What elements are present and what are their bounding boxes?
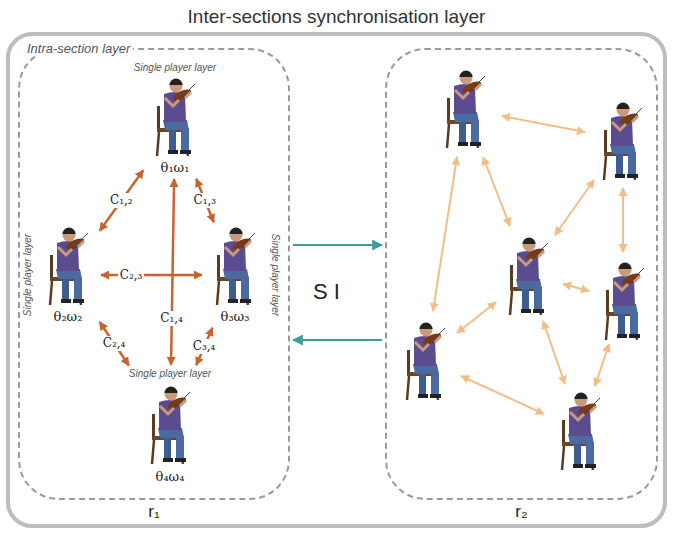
coupling-connector [293,244,382,246]
coupling-connector [101,274,202,277]
player-node: Single player layerθ₃ω₃ [205,225,265,325]
player-layer-label: Single player layer [269,234,281,316]
phase-label: θ₃ω₃ [221,309,250,325]
section-region: r₂ [385,48,658,500]
player-node: Single player layer θ₄ω₄ [115,368,225,485]
violinist-figure [157,79,195,157]
player-layer-label: Single player layer [134,62,216,74]
violinist-figure [447,71,485,149]
coupling-label: C₁,₃ [192,193,219,208]
player-layer-label: Single player layer [22,234,34,316]
violinist-figure [510,238,548,316]
coupling-connector [100,322,129,365]
player-node: Single player layerθ₂ω₂ [38,225,98,325]
coupling-label: C₂,₃ [118,268,145,283]
coupling-label: C₂,₄ [101,336,128,351]
violinist-figure [152,387,190,465]
phase-label: θ₁ω₁ [161,160,190,176]
interaction-label: S I [313,279,340,305]
section-region: Intra-section layerr₁Single player layer… [18,48,290,500]
layer-title: Inter-sections synchronisation layer [188,6,486,28]
phase-label: θ₂ω₂ [54,309,83,325]
violinist-figure [217,228,255,306]
coupling-label: C₃,₄ [191,339,218,354]
violinist-figure [606,263,644,341]
violinist-figure [50,228,88,306]
coupling-arrows [433,116,623,414]
phase-label: θ₄ω₄ [156,469,185,485]
coupling-connector [100,170,144,231]
violinist-figure [604,103,642,181]
section-label: r₂ [515,502,527,522]
layer-label: Intra-section layer [24,41,133,56]
violinist-figure [407,323,445,401]
coupling-label: C₁,₄ [158,311,185,326]
section-label: r₁ [148,502,159,522]
coupling-label: C₁,₂ [108,193,135,208]
player-layer-label: Single player layer [129,368,211,380]
violinist-figure [562,393,600,471]
coupling-connector [293,339,382,341]
player-node: Single player layerθ₁ω₁ [145,76,205,176]
coupling-connector [171,179,174,365]
